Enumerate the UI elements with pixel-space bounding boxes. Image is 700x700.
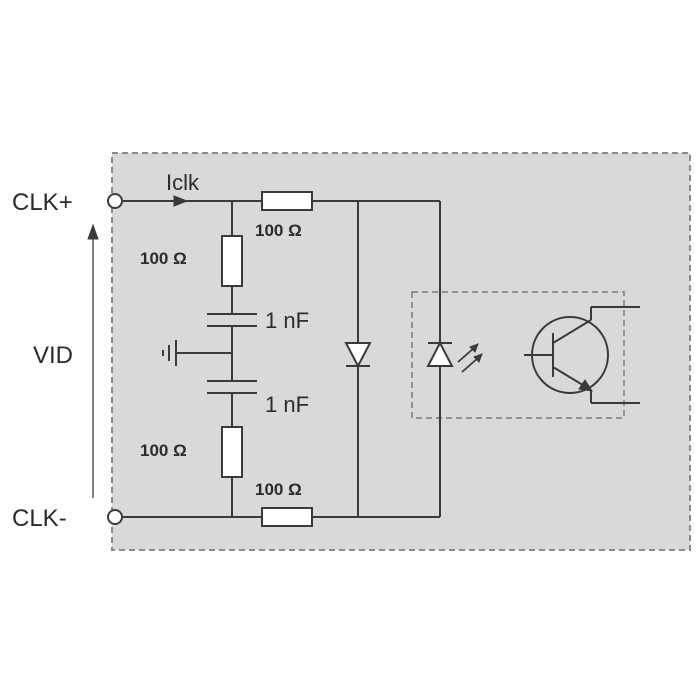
resistor-bottom-series <box>261 507 313 527</box>
label-r-top-series: 100 Ω <box>255 221 302 240</box>
label-c-lower: 1 nF <box>265 392 309 417</box>
voltage-label: VID <box>33 342 73 369</box>
rc-filter-branch <box>176 201 257 517</box>
label-r-bottom-vertical: 100 Ω <box>140 441 187 460</box>
phototransistor-icon <box>524 306 640 404</box>
led-icon <box>426 340 483 373</box>
resistor-top-series <box>261 191 313 211</box>
module-enclosure <box>111 152 691 551</box>
current-label: Iclk <box>166 170 200 195</box>
current-arrow-icon <box>173 195 189 207</box>
resistor-bottom-vertical <box>221 426 243 478</box>
terminal-label-clk-plus: CLK+ <box>12 189 73 216</box>
resistor-top-vertical <box>221 235 243 287</box>
label-r-bottom-series: 100 Ω <box>255 480 302 499</box>
terminal-circle-icon[interactable] <box>107 193 123 209</box>
label-c-upper: 1 nF <box>265 308 309 333</box>
diode-icon <box>344 342 372 369</box>
terminal-label-clk-minus: CLK- <box>12 505 67 532</box>
ground-icon <box>162 340 177 366</box>
optocoupler-box <box>411 291 625 419</box>
voltage-arrow <box>87 223 99 498</box>
terminal-circle-icon[interactable] <box>107 509 123 525</box>
label-r-top-vertical: 100 Ω <box>140 249 187 268</box>
